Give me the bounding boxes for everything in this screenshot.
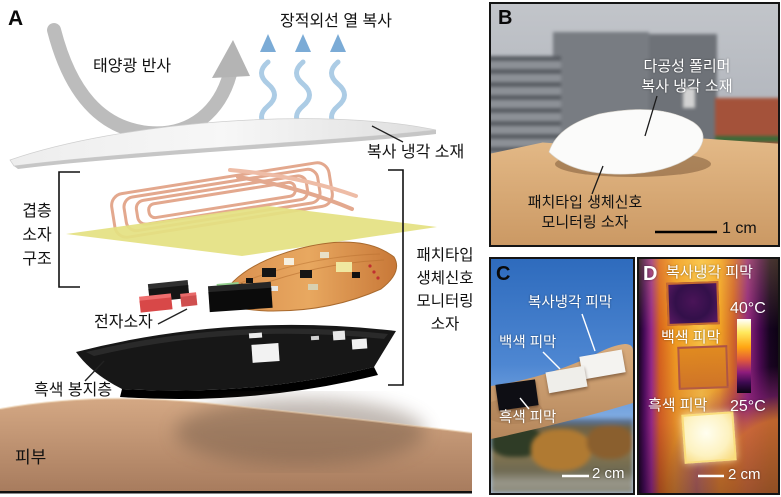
patch-device-bracket <box>388 169 404 386</box>
patch-device-line-3: 모니터링 <box>416 293 474 310</box>
cooling-film-leader-line <box>581 313 596 352</box>
cooling-film-label: 복사냉각 피막 <box>666 264 753 281</box>
cooling-material-label: 복사 냉각 소재 <box>367 144 465 161</box>
circuit-components <box>228 252 380 298</box>
patch-device-photo-line-1: 패치타입 생체신호 <box>527 194 643 211</box>
cooling-film-label: 복사냉각 피막 <box>528 295 613 311</box>
electronics-label: 전자소자 <box>94 314 153 331</box>
stack-structure-label: 겹층 소자 구조 <box>16 200 58 272</box>
white-film-label: 백색 피막 <box>661 329 721 346</box>
sun-reflection-arrow-icon <box>47 23 250 141</box>
patch-device-line-1: 패치타입 <box>416 247 474 264</box>
black-encapsulation-label: 흑색 봉지층 <box>34 382 113 399</box>
patch-device-photo-line-2: 모니터링 소자 <box>541 214 629 231</box>
patch-device-line-2: 생체신호 <box>416 270 474 287</box>
stack-structure-line-2: 소자 <box>22 227 52 244</box>
cooling-material-leader-line <box>371 125 404 143</box>
panel-d-thermal: D 복사냉각 피막 백색 피막 흑색 피막 40°C 25°C 2 cm <box>637 257 780 495</box>
component-blocks <box>139 279 273 313</box>
black-film-label: 흑색 피막 <box>648 397 708 414</box>
scale-bar-label: 2 cm <box>592 465 625 482</box>
panel-c-photo: C 복사냉각 피막 백색 피막 흑색 피막 2 cm <box>489 257 635 495</box>
panel-b-letter: B <box>498 7 513 29</box>
stack-structure-bracket <box>58 171 80 288</box>
panel-d-letter: D <box>643 263 658 285</box>
black-encapsulation-sheet <box>76 324 396 400</box>
skin-label: 피부 <box>15 448 47 467</box>
ir-wave-arrows-icon <box>259 34 347 131</box>
porous-polymer-label: 다공성 폴리머 복사 냉각 소재 <box>617 57 757 97</box>
panel-a-bottom-rule <box>0 491 472 494</box>
porous-polymer-line-1: 다공성 폴리머 <box>643 58 731 75</box>
coil-feed-lines <box>228 168 358 211</box>
yellow-interlayer-sheet <box>66 206 437 256</box>
stack-structure-line-1: 겹층 <box>22 203 52 220</box>
patch-device-leader-line <box>591 165 604 195</box>
patch-device-photo-label: 패치타입 생체신호 모니터링 소자 <box>510 193 660 233</box>
patch-device-label: 패치타입 생체신호 모니터링 소자 <box>408 244 482 336</box>
encapsulation-cutouts <box>248 330 368 363</box>
porous-polymer-line-2: 복사 냉각 소재 <box>641 78 733 95</box>
panel-b-photo: B 다공성 폴리머 복사 냉각 소재 패치타입 생체신호 모니터링 소자 1 c… <box>489 2 780 247</box>
porous-polymer-leader-line <box>644 95 658 137</box>
skin-photo <box>0 397 473 494</box>
white-film-leader-line <box>542 351 561 370</box>
panel-b-annotations <box>591 95 717 234</box>
scale-bar-label: 1 cm <box>722 220 757 237</box>
panel-d-annotations <box>698 474 724 478</box>
encapsulation-leader-line <box>84 360 105 382</box>
cooling-sheet <box>9 118 437 169</box>
scale-bar-label: 2 cm <box>728 466 761 483</box>
electronics-leader-line <box>157 308 188 325</box>
white-patch <box>548 109 711 177</box>
panel-c-annotations <box>519 313 596 478</box>
lwir-radiation-label: 장적외선 열 복사 <box>280 13 392 30</box>
sunlight-reflection-label: 태양광 반사 <box>93 58 172 75</box>
white-film-label: 백색 피막 <box>499 335 557 351</box>
panel-a-schematic <box>0 23 473 494</box>
temp-max-label: 40°C <box>730 300 766 317</box>
black-film-label: 흑색 피막 <box>499 410 557 426</box>
patch-device-line-4: 소자 <box>430 316 460 333</box>
temperature-colorbar <box>737 319 751 393</box>
stack-structure-line-3: 구조 <box>22 251 52 268</box>
panel-c-trees <box>491 419 633 493</box>
panel-c-letter: C <box>496 263 511 285</box>
black-film-leader-line <box>519 397 530 410</box>
temp-min-label: 25°C <box>730 398 766 415</box>
panel-a-letter: A <box>8 7 24 30</box>
